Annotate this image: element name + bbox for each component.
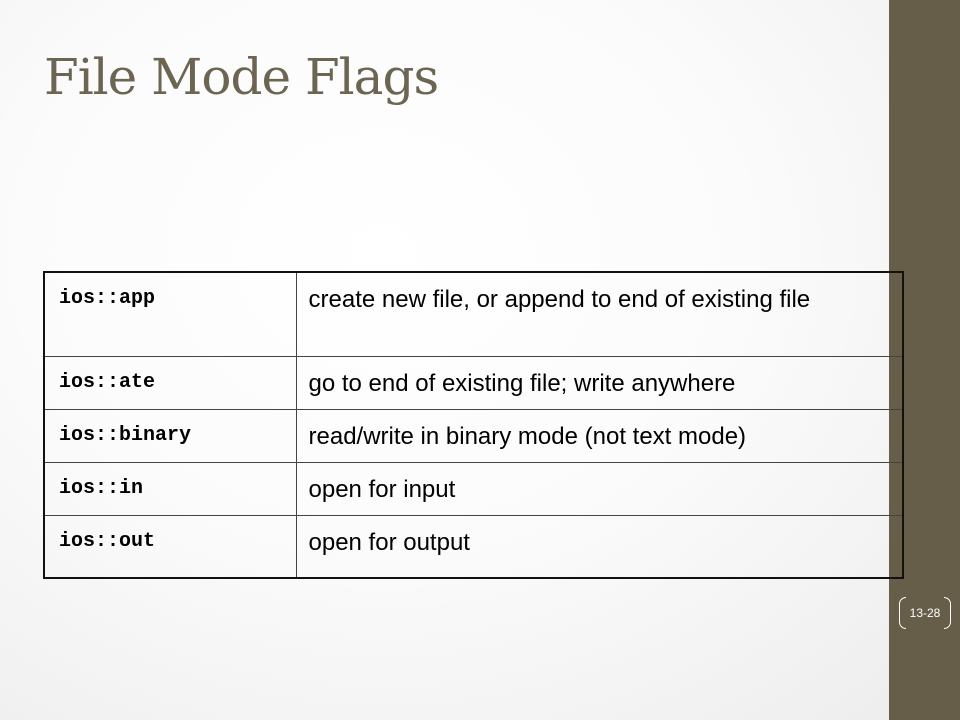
bracket-left-icon xyxy=(899,597,906,629)
table-row: ios::out open for output xyxy=(43,514,904,579)
flag-cell: ios::ate xyxy=(43,355,297,410)
description-cell: open for input xyxy=(295,461,904,516)
flag-cell: ios::out xyxy=(43,514,297,579)
flags-table: ios::app create new file, or append to e… xyxy=(43,271,904,579)
table-row: ios::binary read/write in binary mode (n… xyxy=(43,408,904,463)
table-row: ios::app create new file, or append to e… xyxy=(43,271,904,357)
description-cell: create new file, or append to end of exi… xyxy=(295,271,904,357)
flag-cell: ios::binary xyxy=(43,408,297,463)
slide-title: File Mode Flags xyxy=(44,48,439,106)
page-number-badge: 13-28 xyxy=(899,597,951,629)
flag-cell: ios::app xyxy=(43,271,297,357)
table-row: ios::ate go to end of existing file; wri… xyxy=(43,355,904,410)
page-number: 13-28 xyxy=(909,606,941,620)
description-cell: go to end of existing file; write anywhe… xyxy=(295,355,904,410)
flag-cell: ios::in xyxy=(43,461,297,516)
description-cell: read/write in binary mode (not text mode… xyxy=(295,408,904,463)
description-cell: open for output xyxy=(295,514,904,579)
bracket-right-icon xyxy=(944,597,951,629)
table-row: ios::in open for input xyxy=(43,461,904,516)
